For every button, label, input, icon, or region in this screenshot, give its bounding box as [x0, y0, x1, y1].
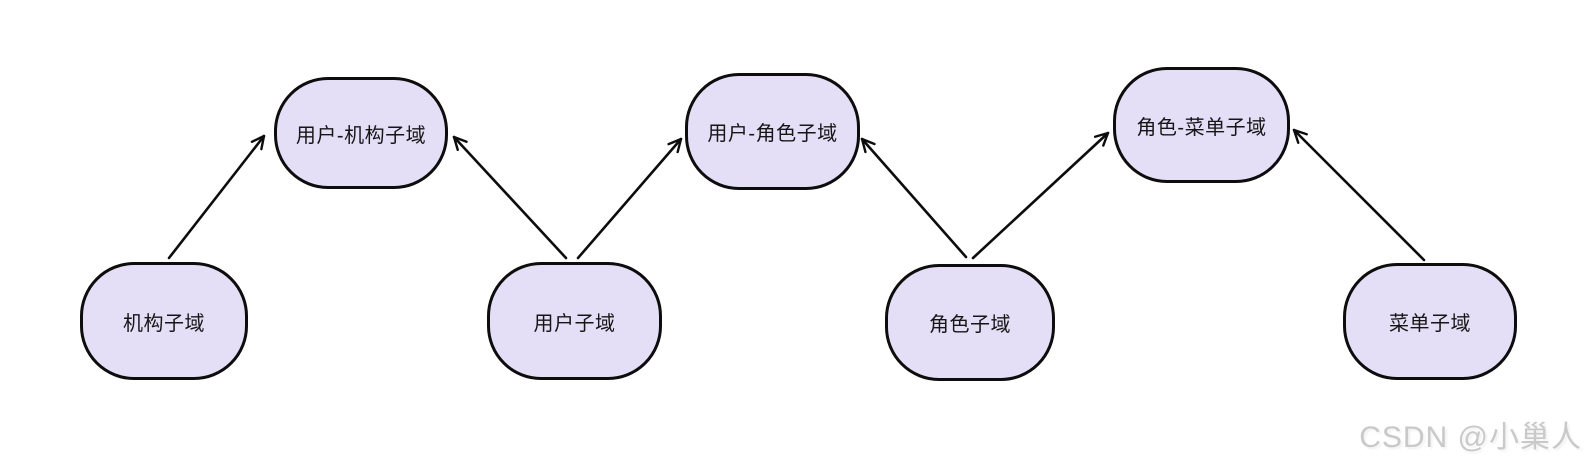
csdn-watermark: CSDN @小巢人 [1359, 421, 1582, 454]
edge-arrow-role-to-role-menu [971, 131, 1110, 260]
node-user-org-subdomain: 用户-机构子域 [274, 77, 448, 189]
edge-arrow-menu-to-role-menu [1292, 128, 1426, 262]
node-label: 菜单子域 [1389, 313, 1471, 335]
node-label: 用户子域 [533, 312, 616, 335]
node-user-role-subdomain: 用户-角色子域 [685, 73, 860, 190]
node-role-menu-subdomain: 角色-菜单子域 [1113, 67, 1290, 183]
node-label: 角色-菜单子域 [1136, 116, 1267, 139]
edge-arrow-org-to-user-org [167, 134, 266, 260]
node-label: 用户-角色子域 [707, 123, 838, 145]
edge-arrow-user-to-user-org [452, 135, 568, 260]
node-user-subdomain: 用户子域 [487, 262, 662, 380]
node-label: 机构子域 [123, 312, 205, 335]
node-label: 用户-机构子域 [295, 124, 427, 147]
edge-arrow-user-to-user-role [576, 137, 683, 260]
node-org-subdomain: 机构子域 [80, 262, 248, 380]
edge-arrow-role-to-user-role [860, 137, 968, 259]
node-role-subdomain: 角色子域 [885, 264, 1055, 381]
node-label: 角色子域 [929, 314, 1011, 336]
node-menu-subdomain: 菜单子域 [1343, 263, 1517, 380]
